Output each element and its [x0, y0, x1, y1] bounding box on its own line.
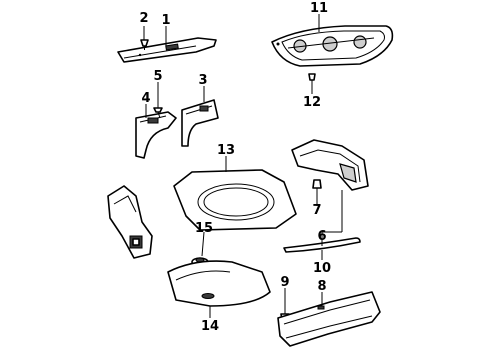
callout-13: 13 — [217, 143, 235, 158]
callout-8: 8 — [317, 279, 326, 294]
callout-14: 14 — [201, 319, 219, 334]
part-left-side-trim — [107, 185, 153, 259]
part-trunk-lid — [271, 25, 394, 67]
part-clip-2 — [140, 39, 149, 50]
part-right-wheelhouse-trim — [181, 99, 219, 147]
callout-15: 15 — [195, 221, 213, 236]
callout-2: 2 — [139, 11, 148, 26]
part-trunk-mat — [173, 169, 297, 231]
callout-4: 4 — [141, 91, 150, 106]
callout-1: 1 — [161, 13, 170, 28]
callout-7: 7 — [312, 203, 321, 218]
callout-5: 5 — [153, 69, 162, 84]
callout-3: 3 — [198, 73, 207, 88]
part-clip-7 — [312, 179, 322, 192]
callout-9: 9 — [280, 275, 289, 290]
callout-11: 11 — [310, 1, 328, 16]
part-screw-5 — [153, 107, 163, 119]
leader-lines — [143, 14, 343, 318]
part-rear-finish-panel — [277, 291, 381, 347]
part-spare-tire-cover — [167, 260, 271, 307]
part-quarter-trim-panel — [291, 139, 369, 191]
callout-10: 10 — [313, 261, 331, 276]
callout-12: 12 — [303, 95, 321, 110]
part-left-wheelhouse-trim — [135, 111, 177, 159]
part-bumper-12 — [308, 73, 316, 84]
part-package-tray-trim — [117, 37, 217, 63]
callout-6: 6 — [317, 229, 326, 244]
